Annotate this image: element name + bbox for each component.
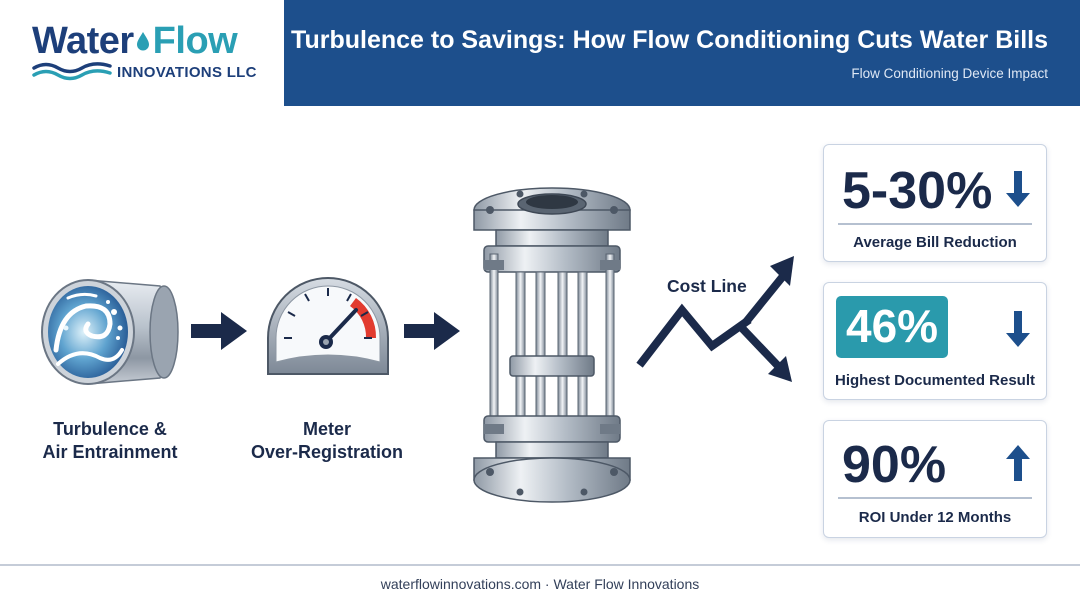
stat-label: Average Bill Reduction xyxy=(853,234,1017,251)
arrow-down-icon xyxy=(1006,311,1030,347)
cost-line-trend-arrows-icon xyxy=(636,256,794,382)
arrow-down-icon xyxy=(1006,171,1030,207)
turbulent-pipe-icon xyxy=(41,279,179,385)
stage-label-meter-line1: Meter xyxy=(302,419,351,439)
water-meter-gauge-icon xyxy=(267,277,389,375)
stat-value: 90% xyxy=(842,436,947,494)
cost-line-label: Cost Line xyxy=(667,276,747,296)
stage-label-turbulence-line2: Air Entrainment xyxy=(42,442,178,462)
logo-subline: INNOVATIONS LLC xyxy=(117,64,257,81)
card-divider xyxy=(838,223,1032,225)
logo-word-flow: Flow xyxy=(152,20,238,62)
flow-conditioner-device-icon xyxy=(473,187,631,503)
logo-waves-icon xyxy=(32,62,112,81)
stat-value: 5-30% xyxy=(842,162,993,220)
flow-arrow-icon xyxy=(191,312,247,350)
company-logo[interactable]: Water Flow INNOVATIONS LLC xyxy=(0,0,284,106)
footer-divider xyxy=(0,564,1080,566)
stat-card-average-bill-reduction: 5-30% Average Bill Reduction xyxy=(823,144,1047,262)
stat-label: Highest Documented Result xyxy=(834,372,1036,389)
footer-text[interactable]: waterflowinnovations.com · Water Flow In… xyxy=(380,576,700,592)
card-divider xyxy=(838,497,1032,499)
arrow-up-icon xyxy=(1006,445,1030,481)
page-title: Turbulence to Savings: How Flow Conditio… xyxy=(291,26,1048,54)
stage-label-turbulence-line1: Turbulence & xyxy=(53,419,167,439)
stat-value-highlight: 46% xyxy=(836,296,949,358)
flow-arrow-icon xyxy=(404,312,460,350)
stat-label: ROI Under 12 Months xyxy=(858,509,1012,526)
page-subtitle: Flow Conditioning Device Impact xyxy=(851,66,1048,81)
water-drop-icon xyxy=(136,32,149,51)
logo-wordmark: Water Flow xyxy=(32,20,238,62)
stage-label-meter: Meter Over-Registration xyxy=(237,418,417,464)
stage-label-turbulence: Turbulence & Air Entrainment xyxy=(20,418,200,464)
stat-card-highest-documented-result: 46% Highest Documented Result xyxy=(823,282,1047,400)
logo-word-water: Water xyxy=(32,20,134,62)
stage-label-meter-line2: Over-Registration xyxy=(250,442,404,462)
header-banner: Water Flow INNOVATIONS LLC Turbulence to … xyxy=(0,0,1080,106)
stat-card-roi-under-12-months: 90% ROI Under 12 Months xyxy=(823,420,1047,538)
title-bar: Turbulence to Savings: How Flow Conditio… xyxy=(284,0,1080,106)
